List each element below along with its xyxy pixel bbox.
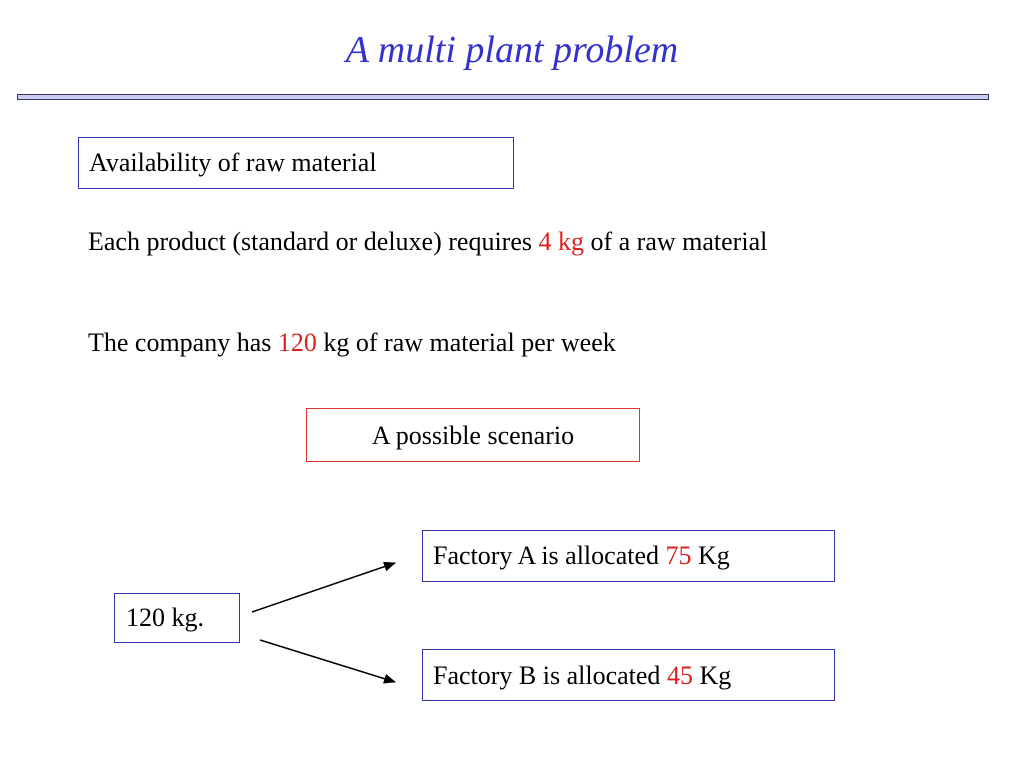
title-divider [17,94,989,100]
factory-a-box: Factory A is allocated 75 Kg [422,530,835,582]
availability-text-before: The company has [88,328,278,357]
scenario-box: A possible scenario [306,408,640,462]
section-heading: Availability of raw material [89,148,377,177]
availability-amount: 120 [277,328,317,357]
factory-b-text-before: Factory B is allocated [433,661,667,690]
section-heading-box: Availability of raw material [78,137,514,189]
factory-b-text-after: Kg [692,661,732,690]
requirement-text-after: of a raw material [583,227,768,256]
availability-paragraph: The company has 120 kg of raw material p… [88,323,908,363]
availability-text-after: kg of raw material per week [316,328,616,357]
total-material-label: 120 kg. [126,603,204,632]
factory-b-amount: 45 [666,661,693,690]
requirement-paragraph: Each product (standard or deluxe) requir… [88,222,908,262]
requirement-text-before: Each product (standard or deluxe) requir… [88,227,539,256]
factory-a-text-before: Factory A is allocated [433,541,666,570]
slide-title: A multi plant problem [345,29,679,71]
arrow-to-factory-a [251,561,396,613]
factory-a-amount: 75 [665,541,692,570]
arrow-to-factory-b [259,639,396,684]
factory-a-text-after: Kg [691,541,730,570]
factory-b-box: Factory B is allocated 45 Kg [422,649,835,701]
requirement-amount: 4 kg [538,227,584,256]
scenario-label: A possible scenario [371,421,575,450]
total-material-box: 120 kg. [114,593,240,643]
